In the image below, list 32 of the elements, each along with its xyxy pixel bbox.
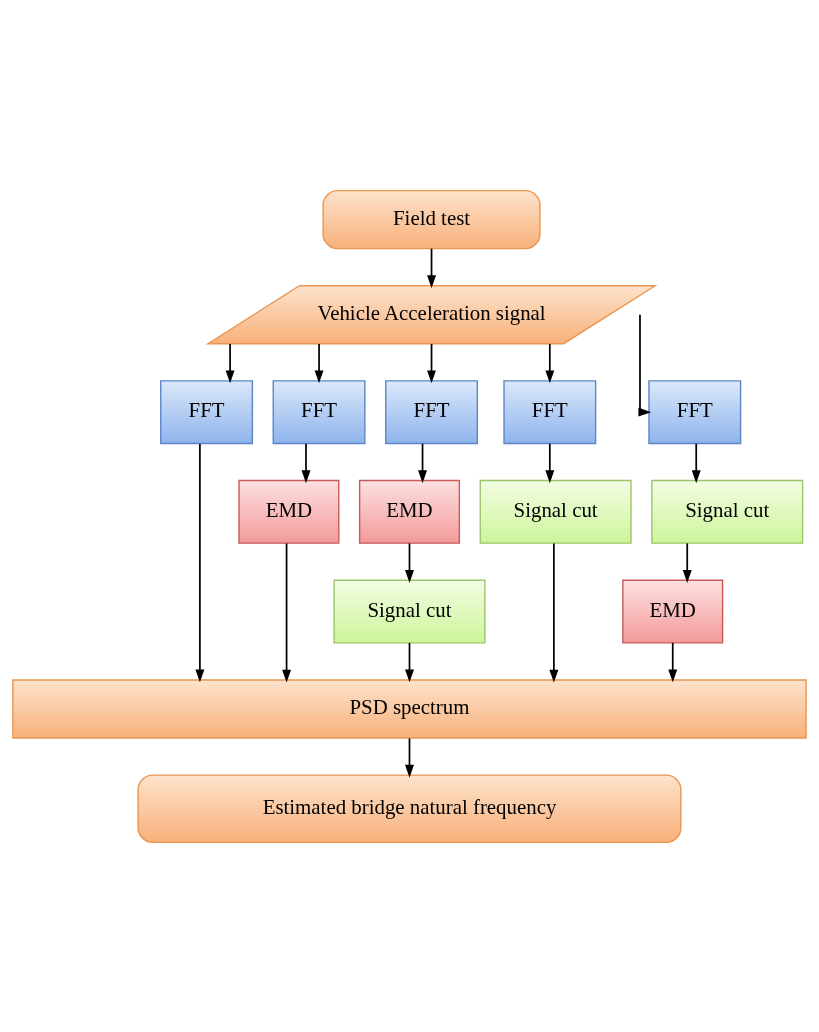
arrow <box>405 542 414 583</box>
node-box: Signal cut <box>479 479 632 544</box>
arrow <box>418 442 427 483</box>
node-box: Signal cut <box>651 479 804 544</box>
arrow <box>545 342 555 383</box>
arrow <box>682 542 692 583</box>
node-box: PSD spectrum <box>12 678 807 739</box>
arrow <box>427 342 436 383</box>
node-box: EMD <box>358 479 461 544</box>
arrow <box>691 442 701 483</box>
node-box: EMD <box>238 479 340 544</box>
node-box: FFT <box>503 379 597 444</box>
node-box: EMD <box>622 579 724 644</box>
node-box: FFT <box>160 379 254 444</box>
arrow <box>545 442 555 483</box>
node-box: Field test <box>322 189 541 249</box>
arrow <box>427 247 436 288</box>
arrow <box>549 542 559 683</box>
arrow <box>195 442 205 682</box>
node-box: Estimated bridge natural frequency <box>137 773 682 843</box>
arrow <box>282 542 292 683</box>
arrow <box>668 641 678 682</box>
arrow <box>405 737 414 778</box>
arrow <box>301 442 311 483</box>
node-box: FFT <box>272 379 366 444</box>
arrow <box>638 313 652 417</box>
node-box: Signal cut <box>333 579 486 644</box>
arrow <box>314 342 324 383</box>
node-box: FFT <box>648 379 742 444</box>
arrow <box>405 641 414 682</box>
node-box: FFT <box>385 379 479 444</box>
arrow <box>225 342 235 383</box>
